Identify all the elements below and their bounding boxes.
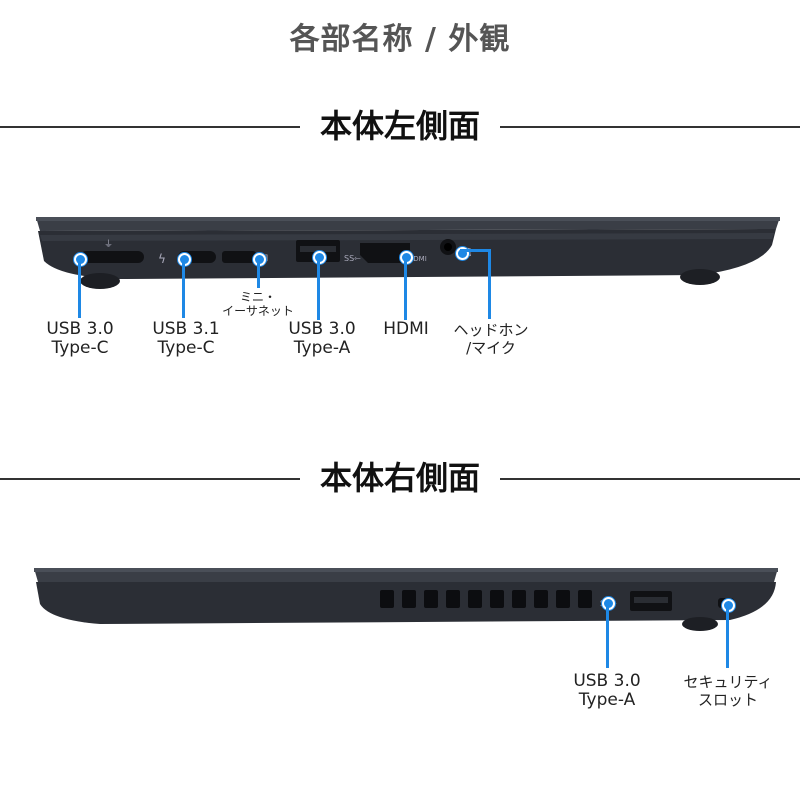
page-title: 各部名称 / 外観 bbox=[289, 22, 511, 57]
air-vent bbox=[380, 590, 592, 608]
usb-ss-icon: SS⇽ bbox=[344, 254, 361, 263]
port-label-security-slot: セキュリティ スロット bbox=[670, 673, 786, 709]
label-line: USB 3.0 bbox=[573, 671, 641, 691]
divider-line bbox=[500, 126, 800, 128]
label-line: USB 3.1 bbox=[152, 319, 220, 339]
right-side-title: 本体右側面 bbox=[319, 459, 480, 497]
callout-line bbox=[182, 258, 185, 318]
label-line: ヘッドホン bbox=[453, 321, 529, 339]
label-line: /マイク bbox=[466, 339, 516, 357]
callout-line bbox=[606, 602, 609, 668]
callout-line bbox=[78, 258, 81, 318]
laptop-right-illustration: SS⇽ bbox=[34, 568, 778, 631]
label-line: Type-C bbox=[157, 338, 215, 358]
callout-line bbox=[726, 604, 729, 668]
label-line: スロット bbox=[697, 691, 758, 709]
port-label-usb30-typea-right: USB 3.0 Type-A bbox=[562, 672, 652, 710]
usb-c-icon: ⏚ bbox=[104, 239, 113, 250]
label-line: Type-C bbox=[51, 338, 109, 358]
laptop-left-illustration: ⏚ ϟ ⊞ SS⇽ HDMI ♫ bbox=[36, 217, 780, 289]
left-side-title: 本体左側面 bbox=[319, 107, 480, 145]
laptop-left-view: ⏚ ϟ ⊞ SS⇽ HDMI ♫ bbox=[0, 205, 800, 300]
usb-c-port bbox=[80, 251, 144, 263]
port-label-headphone: ヘッドホン /マイク bbox=[446, 321, 536, 357]
callout-line bbox=[404, 256, 407, 320]
port-label-hdmi: HDMI bbox=[370, 320, 442, 339]
callout-line bbox=[460, 249, 490, 252]
callout-line bbox=[488, 249, 491, 319]
port-label-usb30-typec: USB 3.0 Type-C bbox=[38, 320, 122, 358]
hdmi-icon: HDMI bbox=[408, 255, 427, 263]
laptop-right-view: SS⇽ bbox=[0, 560, 800, 645]
thunderbolt-icon: ϟ bbox=[158, 252, 166, 266]
left-side-heading: 本体左側面 bbox=[0, 106, 800, 146]
port-label-usb30-typea: USB 3.0 Type-A bbox=[280, 320, 364, 358]
port-label-mini-ethernet: ミニ・ イーサネット bbox=[216, 290, 300, 318]
right-side-heading: 本体右側面 bbox=[0, 458, 800, 498]
ethernet-port bbox=[222, 251, 256, 263]
label-line: Type-A bbox=[578, 690, 636, 710]
divider-line bbox=[500, 478, 800, 480]
callout-line bbox=[317, 256, 320, 320]
label-line: セキュリティ bbox=[683, 673, 773, 691]
label-line: Type-A bbox=[293, 338, 351, 358]
port-label-usb31-typec: USB 3.1 Type-C bbox=[144, 320, 228, 358]
divider-line bbox=[0, 126, 300, 128]
label-line: イーサネット bbox=[222, 304, 294, 318]
label-line: ミニ・ bbox=[239, 290, 276, 304]
divider-line bbox=[0, 478, 300, 480]
hdmi-port bbox=[360, 243, 410, 263]
label-line: USB 3.0 bbox=[46, 319, 114, 339]
label-line: USB 3.0 bbox=[288, 319, 356, 339]
callout-line bbox=[257, 258, 260, 288]
label-line: HDMI bbox=[383, 319, 429, 339]
